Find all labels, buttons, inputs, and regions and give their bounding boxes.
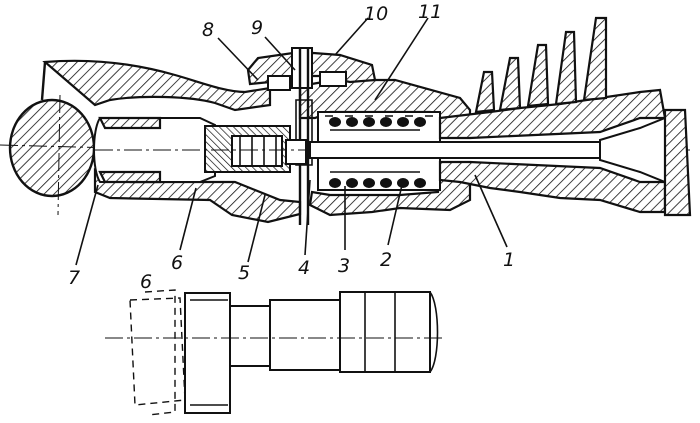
callout-9: 9 [251, 17, 263, 39]
callout-6-section: 6 [171, 252, 183, 274]
valve-and-guide [309, 16, 692, 217]
callout-4: 4 [298, 257, 310, 279]
adjuster-detail-view [105, 289, 445, 416]
callout-2: 2 [380, 249, 392, 271]
callout-labels: 8 9 10 11 1 2 3 4 5 6 7 6 [68, 1, 515, 293]
adjusting-boss [246, 47, 377, 225]
callout-6-detail: 6 [140, 271, 152, 293]
callout-3: 3 [338, 255, 350, 277]
callout-11: 11 [418, 1, 442, 23]
callout-10: 10 [364, 3, 388, 25]
callout-1: 1 [503, 249, 515, 271]
callout-7: 7 [68, 267, 80, 289]
callout-5: 5 [238, 262, 250, 284]
tappet-assembly [93, 116, 690, 184]
leader-lines [75, 17, 508, 266]
callout-8: 8 [202, 19, 214, 41]
